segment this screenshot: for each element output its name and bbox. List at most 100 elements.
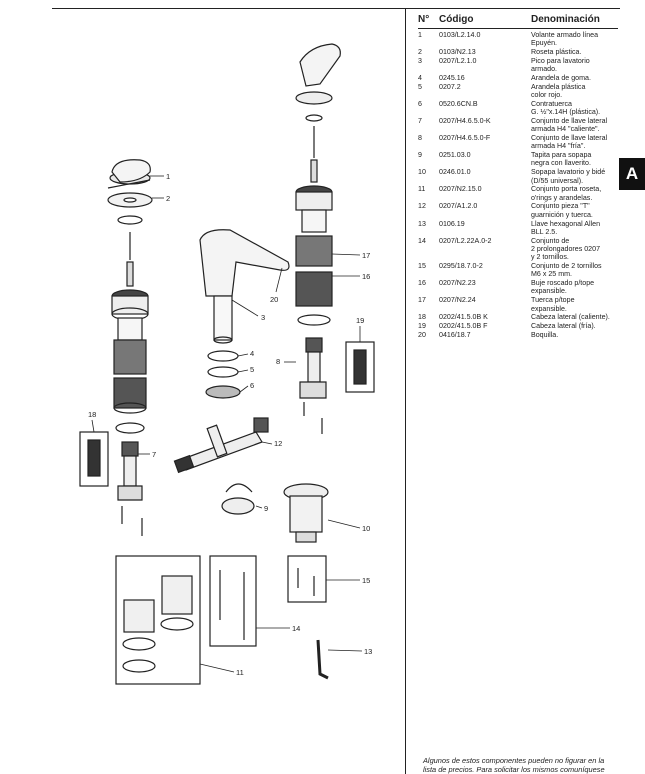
part-code: 0246.01.0	[439, 168, 471, 177]
part-number: 8	[418, 134, 422, 143]
part-name-line: armada H4 "caliente".	[531, 125, 600, 134]
left-handle	[107, 159, 151, 189]
part-number: 4	[418, 73, 422, 82]
part-name-line: Arandela de goma.	[531, 73, 591, 82]
part-name: Boquilla.	[531, 331, 618, 339]
part-name-line: y 2 tornillos.	[531, 253, 569, 262]
callout-2: 2	[166, 194, 170, 203]
drain-cap	[221, 483, 255, 515]
part-name: Roseta plástica.	[531, 48, 618, 56]
part-name-line: Buje roscado p/tope	[531, 279, 595, 288]
part-code: 0416/18.7	[439, 330, 471, 339]
part-name-line: expansible.	[531, 287, 567, 296]
callout-18: 18	[88, 410, 96, 419]
part-code: 0207/H4.6.5.0-K	[439, 116, 491, 125]
part-number: 16	[418, 279, 426, 288]
part-name: Sopapa lavatorio y bidé(D/55 universal).	[531, 168, 618, 185]
part-number: 5	[418, 82, 422, 91]
part-name-line: Volante armado línea	[531, 31, 599, 39]
part-number: 14	[418, 236, 426, 245]
section-tab: A	[619, 158, 645, 190]
footnote-line: lista de precios. Para solicitar los mis…	[423, 765, 605, 774]
parts-row: 10 0246.01.0 Sopapa lavatorio y bidé(D/55 …	[418, 168, 618, 185]
part-name-line: Boquilla.	[531, 330, 559, 339]
left-valve-7	[117, 441, 143, 536]
part-name-line: M6 x 25 mm.	[531, 270, 572, 279]
callout-3: 3	[261, 313, 265, 322]
part-number: 12	[418, 202, 426, 211]
part-name-line: Pico para lavatorio	[531, 56, 590, 65]
part-name-line: Contratuerca	[531, 99, 573, 108]
part-code: 0207/A1.2.0	[439, 202, 478, 211]
callout-8: 8	[276, 357, 280, 366]
parts-list-header: N° Código Denominación	[418, 13, 618, 29]
part-name-line: Llave hexagonal Allen	[531, 219, 601, 228]
part-name-line: armado.	[531, 65, 558, 74]
part-name-line: guarnición y tuerca.	[531, 210, 593, 219]
part-number: 10	[418, 168, 426, 177]
parts-row: 4 0245.16 Arandela de goma.	[418, 74, 618, 82]
part-code: 0207/N2.23	[439, 279, 476, 288]
part-name-line: Conjunto de	[531, 236, 570, 245]
part-name-line: negra con llaverito.	[531, 159, 591, 168]
part-code: 0207.2	[439, 82, 461, 91]
part-number: 15	[418, 262, 426, 271]
callout-16: 16	[362, 272, 370, 281]
right-handle	[295, 43, 341, 105]
part-code: 0207/N2.24	[439, 296, 476, 305]
callout-10: 10	[362, 524, 370, 533]
right-valve-stack	[295, 185, 333, 326]
part-name-line: Conjunto de llave lateral	[531, 134, 608, 143]
callout-9: 9	[264, 504, 268, 513]
part-name-line: Cabeza lateral (caliente).	[531, 313, 610, 322]
callout-6: 6	[250, 381, 254, 390]
part-code: 0207/N2.15.0	[439, 185, 482, 194]
part-name-line: armada H4 "fría".	[531, 142, 586, 151]
allen-key	[316, 639, 329, 680]
part-name-line: o'rings y arandelas.	[531, 193, 593, 202]
part-number: 17	[418, 296, 426, 305]
part-code: 0245.16	[439, 73, 465, 82]
part-name-line: Conjunto de llave lateral	[531, 116, 608, 125]
callout-12: 12	[274, 439, 282, 448]
parts-row: 20 0416/18.7 Boquilla.	[418, 331, 618, 339]
drain	[283, 483, 329, 543]
spout	[199, 229, 290, 344]
part-name-line: G. ½"x.14H (plástica).	[531, 108, 601, 117]
part-number: 18	[418, 313, 426, 322]
part-number: 2	[418, 48, 422, 57]
part-code: 0251.03.0	[439, 151, 471, 160]
part-code: 0207/H4.6.5.0-F	[439, 134, 491, 143]
part-number: 13	[418, 219, 426, 228]
part-number: 20	[418, 330, 426, 339]
part-name-line: Tapita para sopapa	[531, 151, 592, 160]
part-number: 3	[418, 56, 422, 65]
callout-20: 20	[270, 295, 278, 304]
kit-11-box	[115, 555, 201, 685]
top-rule	[52, 8, 620, 9]
part-code: 0207/L2.1.0	[439, 56, 477, 65]
callout-5: 5	[250, 365, 254, 374]
left-valve-stack	[111, 289, 149, 414]
part-name-line: Roseta plástica.	[531, 48, 582, 57]
part-name: Conjunto porta roseta,o'rings y arandela…	[531, 185, 618, 202]
t-piece	[173, 417, 269, 474]
part-name: Conjunto pieza "T"guarnición y tuerca.	[531, 202, 618, 219]
part-number: 1	[418, 31, 422, 39]
part-name-line: Cabeza lateral (fría).	[531, 322, 596, 331]
